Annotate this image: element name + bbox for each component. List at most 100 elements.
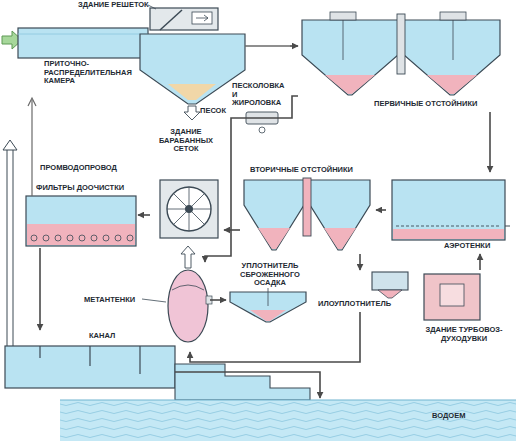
grit-chamber	[140, 34, 290, 104]
pipe-connector	[175, 372, 320, 398]
facility-label: ВТОРИЧНЫЕ ОТСТОЙНИКИ	[250, 166, 353, 175]
sand-arrow	[184, 106, 200, 120]
facility-label: ЗДАНИЕ БАРАБАННЫХ СЕТОК	[150, 128, 222, 154]
facility-node: УПЛОТНИТЕЛЬ СБРОЖЕННОГО ОСАДКА	[226, 262, 314, 328]
drum-screen	[160, 180, 218, 238]
facility-label: АЭРОТЕНКИ	[444, 242, 490, 251]
filter-nozzle	[67, 235, 73, 241]
free-label: ПЕСОК	[200, 107, 226, 116]
aeration-tank	[505, 226, 510, 227]
digester	[142, 299, 166, 302]
facility-node: ВТОРИЧНЫЕ ОТСТОЙНИКИ	[240, 164, 376, 254]
aeration-tank	[396, 226, 501, 227]
industrial-water-pipe	[13, 150, 14, 348]
facility-node: ЗДАНИЕ ТУРБОВОЗ- ДУХОДУВКИ	[418, 270, 510, 348]
wash-water-pipe	[28, 98, 36, 106]
secondary-clarifiers	[244, 180, 304, 250]
aeration-tank	[392, 180, 505, 240]
pipe-connector	[359, 254, 361, 270]
outfall-canal	[40, 346, 140, 374]
secondary-clarifiers	[258, 228, 290, 249]
screen-building	[192, 12, 212, 24]
secondary-clarifiers	[310, 180, 370, 250]
primary-clarifiers	[343, 20, 344, 60]
filter-nozzle	[31, 235, 37, 241]
secondary-clarifiers	[324, 228, 356, 249]
sludge-thickener	[372, 272, 408, 298]
filter-nozzle	[91, 235, 97, 241]
pipe-connector	[138, 214, 150, 216]
filter-nozzle	[79, 235, 85, 241]
digested-sludge-thickener	[268, 288, 269, 306]
pipe-connector	[205, 96, 298, 262]
blower-building	[440, 284, 464, 306]
facility-node: ФИЛЬТРЫ ДООЧИСТКИ	[22, 182, 138, 248]
grit-chamber	[140, 34, 245, 104]
sludge-thickener	[372, 272, 408, 290]
primary-clarifiers	[427, 75, 477, 94]
digester	[142, 246, 212, 342]
facility-node: ВОДОЕМ	[60, 398, 516, 441]
inlet-channel	[18, 28, 148, 58]
sludge-thickener	[378, 290, 402, 298]
sludge-pump	[246, 112, 278, 133]
blower-building	[424, 274, 480, 320]
primary-clarifiers	[302, 20, 398, 95]
screen-building	[196, 15, 208, 21]
facility-label: ВОДОЕМ	[432, 412, 465, 421]
water-body	[60, 400, 516, 401]
screen-building	[160, 10, 182, 30]
facility-label: ЗДАНИЕ РЕШЕТОК	[78, 1, 149, 10]
facility-label: ЗДАНИЕ ТУРБОВОЗ- ДУХОДУВКИ	[422, 326, 506, 343]
pipe-connector	[479, 254, 481, 270]
digester	[168, 270, 208, 342]
facility-node: ИЛОУПЛОТНИТЕЛЬ	[318, 270, 410, 312]
digester	[181, 246, 195, 268]
outfall-canal	[175, 364, 310, 400]
aeration-tank	[393, 229, 504, 239]
wash-water-pipe	[28, 98, 36, 196]
facility-label: КАНАЛ	[89, 332, 115, 341]
industrial-water-pipe	[7, 150, 8, 348]
drum-screen	[160, 180, 218, 238]
filter-nozzle	[103, 235, 109, 241]
primary-clarifiers	[440, 12, 466, 20]
facility-node: ПЕРВИЧНЫЕ ОТСТОЙНИКИ	[298, 12, 510, 112]
facility-label: УПЛОТНИТЕЛЬ СБРОЖЕННОГО ОСАДКА	[228, 262, 312, 288]
facility-node: ЗДАНИЕ БАРАБАННЫХ СЕТОК	[150, 128, 224, 240]
pipe-connector	[290, 45, 298, 47]
filter-tank	[26, 196, 136, 246]
primary-clarifiers	[330, 12, 356, 20]
water-body	[60, 400, 516, 441]
filter-nozzle	[127, 235, 133, 241]
primary-clarifiers	[397, 14, 405, 74]
facility-label: МЕТАНТЕНКИ	[84, 296, 135, 305]
facility-label: ПЕРВИЧНЫЕ ОТСТОЙНИКИ	[374, 100, 477, 109]
facility-label: ПРИТОЧНО-РАСПРЕДЕЛИТЕЛЬНАЯ КАМЕРА	[44, 60, 148, 86]
facility-label: ИЛОУПЛОТНИТЕЛЬ	[318, 300, 391, 309]
pipe-connector	[210, 299, 226, 301]
drum-screen	[167, 187, 211, 231]
inlet-channel	[18, 34, 148, 35]
inlet-channel	[18, 28, 148, 58]
outfall-canal	[5, 346, 175, 388]
secondary-clarifiers	[303, 178, 311, 236]
facility-node: ПЕСКОЛОВКА И ЖИРОЛОВКА	[140, 30, 290, 110]
filter-tank	[27, 224, 135, 245]
outfall-canal	[5, 346, 310, 400]
drum-screen	[185, 205, 193, 213]
pipe-connector	[190, 312, 360, 362]
filter-nozzle	[55, 235, 61, 241]
screen-building	[148, 5, 218, 30]
digested-sludge-thickener	[250, 310, 286, 321]
blower-building	[424, 274, 480, 320]
industrial-water-pipe	[3, 140, 17, 348]
digester	[172, 285, 204, 290]
primary-clarifiers	[302, 12, 500, 95]
facility-node: ПРИТОЧНО-РАСПРЕДЕЛИТЕЛЬНАЯ КАМЕРА	[18, 22, 150, 96]
facility-node: ЗДАНИЕ РЕШЕТОК	[78, 0, 220, 34]
pipe-connector	[376, 209, 386, 211]
wash-water-pipe	[31, 100, 32, 196]
